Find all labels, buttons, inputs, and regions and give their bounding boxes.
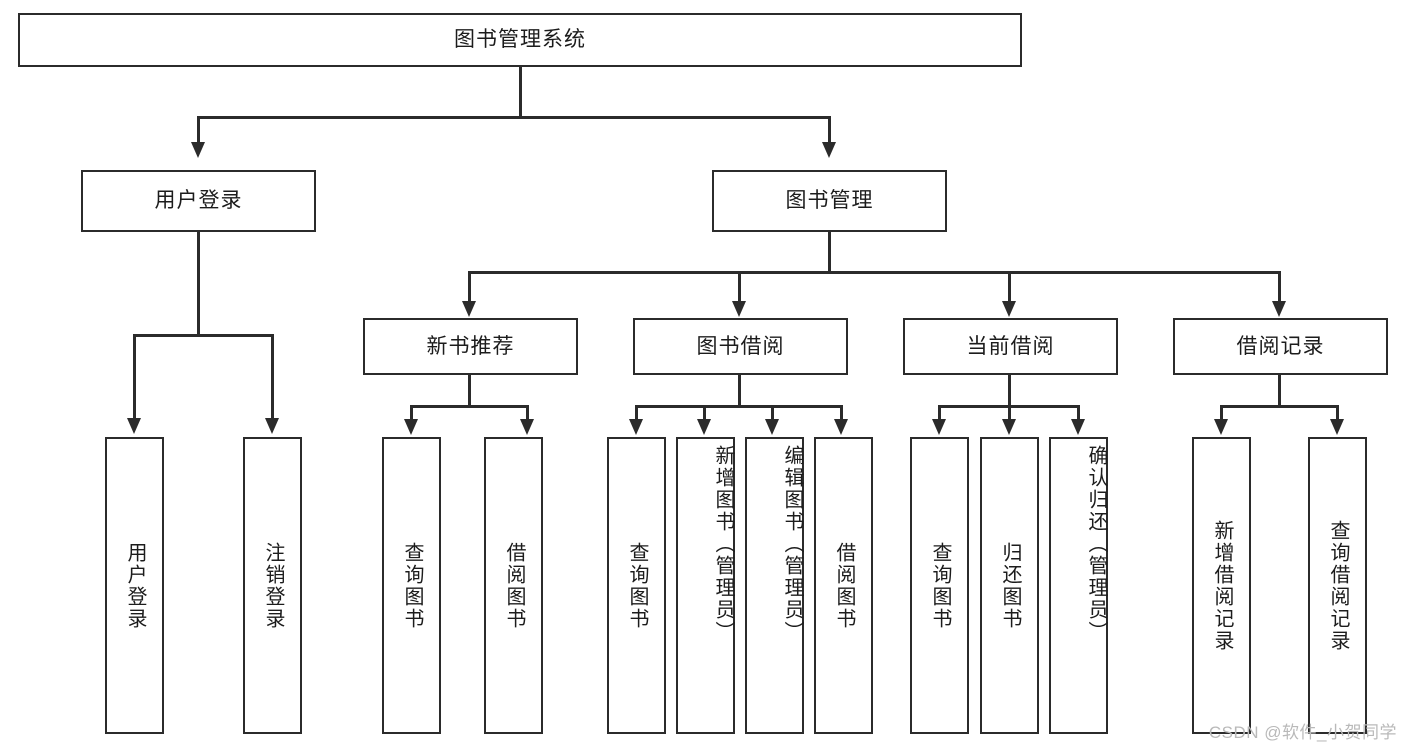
leaf-user-login[interactable]: 用户登录 xyxy=(105,437,164,734)
edge-book-management-stem xyxy=(828,232,831,274)
arrowhead-cb-to-leaf-2 xyxy=(1002,419,1016,435)
edge-bb-to-leaf-1 xyxy=(635,405,638,421)
node-new-book-recommend[interactable]: 新书推荐 xyxy=(363,318,578,375)
edge-bb-to-leaf-2 xyxy=(703,405,706,421)
node-label: 图书管理系统 xyxy=(454,28,586,52)
node-current-borrow[interactable]: 当前借阅 xyxy=(903,318,1118,375)
edge-bm-to-new-book xyxy=(468,271,471,303)
edge-new-book-bar xyxy=(410,405,528,408)
arrowhead-br-to-leaf-2 xyxy=(1330,419,1344,435)
edge-book-management-bar xyxy=(468,271,1280,274)
arrowhead-user-login-to-leaf-2 xyxy=(265,418,279,434)
arrowhead-bb-to-leaf-2 xyxy=(697,419,711,435)
leaf-add-book-admin[interactable]: 新增图书（管理员） xyxy=(676,437,735,734)
edge-user-login-to-leaf-2 xyxy=(271,334,274,420)
arrowhead-nb-to-leaf-1 xyxy=(404,419,418,435)
node-label: 当前借阅 xyxy=(966,334,1055,358)
leaf-query-book-recommend[interactable]: 查询图书 xyxy=(382,437,441,734)
arrowhead-bb-to-leaf-4 xyxy=(834,419,848,435)
leaf-edit-book-admin[interactable]: 编辑图书（管理员） xyxy=(745,437,804,734)
node-label: 注销登录 xyxy=(262,541,284,630)
edge-borrow-record-stem xyxy=(1278,375,1281,407)
arrowhead-user-login-to-leaf-1 xyxy=(127,418,141,434)
node-label: 查询借阅记录 xyxy=(1327,519,1349,652)
edge-nb-to-leaf-1 xyxy=(410,405,413,421)
edge-new-book-stem xyxy=(468,375,471,407)
node-label: 查询图书 xyxy=(626,541,648,630)
edge-user-login-bar xyxy=(133,334,273,337)
edge-cb-to-leaf-3 xyxy=(1077,405,1080,421)
node-label: 借阅图书 xyxy=(503,541,525,630)
leaf-query-borrow-record[interactable]: 查询借阅记录 xyxy=(1308,437,1367,734)
node-book-management[interactable]: 图书管理 xyxy=(712,170,947,232)
node-user-login[interactable]: 用户登录 xyxy=(81,170,316,232)
leaf-add-borrow-record[interactable]: 新增借阅记录 xyxy=(1192,437,1251,734)
edge-root-to-user-login xyxy=(197,116,200,144)
node-label: 新书推荐 xyxy=(426,334,515,358)
node-label: 图书借阅 xyxy=(696,334,785,358)
node-book-borrow[interactable]: 图书借阅 xyxy=(633,318,848,375)
arrowhead-cb-to-leaf-1 xyxy=(932,419,946,435)
node-label: 确认归还（管理员） xyxy=(1085,445,1107,643)
node-label: 新增图书（管理员） xyxy=(712,445,734,643)
leaf-return-book[interactable]: 归还图书 xyxy=(980,437,1039,734)
leaf-logout[interactable]: 注销登录 xyxy=(243,437,302,734)
edge-user-login-stem xyxy=(197,232,200,336)
arrowhead-bm-to-book-borrow xyxy=(732,301,746,317)
leaf-query-book-borrow[interactable]: 查询图书 xyxy=(607,437,666,734)
leaf-query-book-current[interactable]: 查询图书 xyxy=(910,437,969,734)
arrowhead-bm-to-new-book xyxy=(462,301,476,317)
node-label: 用户登录 xyxy=(124,541,146,630)
edge-root-to-book-management xyxy=(828,116,831,144)
arrowhead-cb-to-leaf-3 xyxy=(1071,419,1085,435)
node-label: 查询图书 xyxy=(929,541,951,630)
edge-bm-to-current-borrow xyxy=(1008,271,1011,303)
edge-bm-to-borrow-record xyxy=(1278,271,1281,303)
edge-current-borrow-stem xyxy=(1008,375,1011,407)
edge-bb-to-leaf-3 xyxy=(771,405,774,421)
arrowhead-br-to-leaf-1 xyxy=(1214,419,1228,435)
node-label: 图书管理 xyxy=(785,189,874,213)
edge-bb-to-leaf-4 xyxy=(840,405,843,421)
arrowhead-bm-to-borrow-record xyxy=(1272,301,1286,317)
arrowhead-nb-to-leaf-2 xyxy=(520,419,534,435)
node-label: 新增借阅记录 xyxy=(1211,519,1233,652)
arrowhead-bm-to-current-borrow xyxy=(1002,301,1016,317)
edge-book-borrow-stem xyxy=(738,375,741,407)
leaf-confirm-return-admin[interactable]: 确认归还（管理员） xyxy=(1049,437,1108,734)
node-label: 借阅记录 xyxy=(1236,334,1325,358)
edge-br-to-leaf-2 xyxy=(1336,405,1339,421)
edge-borrow-record-bar xyxy=(1220,405,1338,408)
csdn-watermark: CSDN @软件_小贺同学 xyxy=(1208,723,1397,742)
node-label: 归还图书 xyxy=(999,541,1021,630)
leaf-borrow-book[interactable]: 借阅图书 xyxy=(814,437,873,734)
edge-root-bar xyxy=(197,116,830,119)
node-label: 编辑图书（管理员） xyxy=(781,445,803,643)
arrowhead-root-to-user-login xyxy=(191,142,205,158)
node-label: 用户登录 xyxy=(154,189,243,213)
node-label: 查询图书 xyxy=(401,541,423,630)
edge-user-login-to-leaf-1 xyxy=(133,334,136,420)
edge-book-borrow-bar xyxy=(635,405,842,408)
edge-root-stem xyxy=(519,67,522,118)
edge-br-to-leaf-1 xyxy=(1220,405,1223,421)
arrowhead-bb-to-leaf-1 xyxy=(629,419,643,435)
edge-cb-to-leaf-2 xyxy=(1008,405,1011,421)
node-root-book-management-system[interactable]: 图书管理系统 xyxy=(18,13,1022,67)
edge-cb-to-leaf-1 xyxy=(938,405,941,421)
arrowhead-bb-to-leaf-3 xyxy=(765,419,779,435)
arrowhead-root-to-book-management xyxy=(822,142,836,158)
edge-nb-to-leaf-2 xyxy=(526,405,529,421)
leaf-borrow-book-recommend[interactable]: 借阅图书 xyxy=(484,437,543,734)
node-borrow-record[interactable]: 借阅记录 xyxy=(1173,318,1388,375)
node-label: 借阅图书 xyxy=(833,541,855,630)
edge-bm-to-book-borrow xyxy=(738,271,741,303)
